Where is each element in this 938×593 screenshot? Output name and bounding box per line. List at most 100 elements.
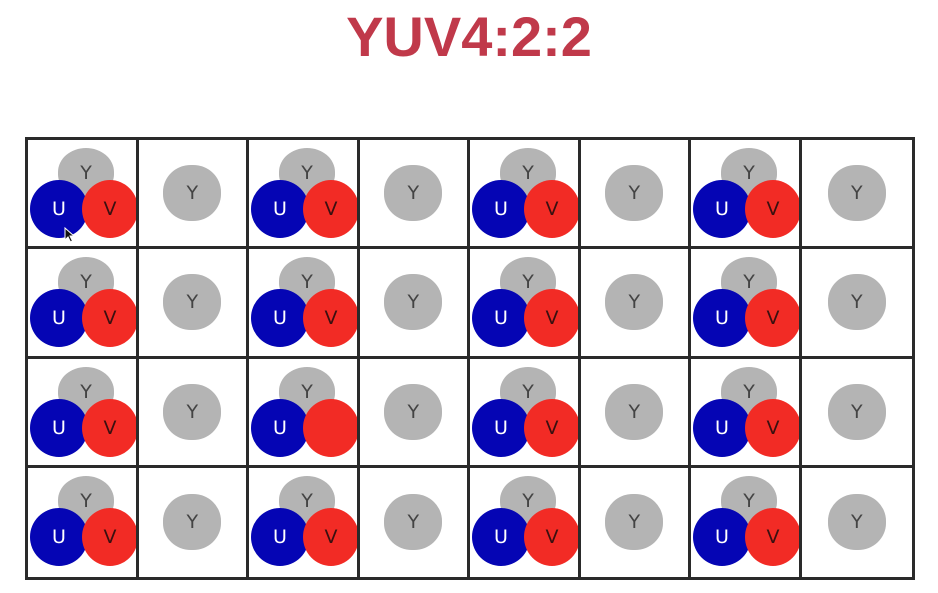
y-label: Y: [743, 271, 755, 294]
y-label: Y: [186, 291, 199, 314]
u-sample: U: [251, 180, 309, 238]
u-sample: U: [472, 398, 530, 457]
v-label: V: [324, 198, 338, 220]
u-label: U: [273, 416, 287, 439]
y-label: Y: [80, 489, 92, 512]
u-label: U: [52, 525, 66, 548]
u-label: U: [52, 198, 66, 220]
v-label: V: [766, 198, 780, 220]
v-sample: V: [303, 507, 357, 566]
y-sample-cell: Y: [138, 140, 249, 250]
u-sample: U: [30, 180, 88, 238]
y-sample-cell: Y: [359, 140, 470, 250]
y-label: Y: [407, 511, 420, 534]
y-label: Y: [850, 511, 863, 534]
y-label: Y: [743, 380, 755, 403]
y-label: Y: [80, 162, 92, 184]
v-sample: V: [524, 507, 578, 566]
u-label: U: [494, 198, 508, 220]
y-label: Y: [743, 162, 755, 184]
u-sample: U: [693, 289, 751, 348]
y-sample-cell: Y: [138, 467, 249, 577]
y-label: Y: [407, 182, 420, 205]
v-label: V: [103, 525, 117, 548]
y-sample: Y: [827, 494, 886, 551]
y-label: Y: [301, 162, 313, 184]
y-sample: Y: [384, 165, 443, 222]
v-sample: V: [82, 398, 136, 457]
u-label: U: [715, 525, 729, 548]
y-label: Y: [628, 511, 641, 534]
u-label: U: [273, 198, 287, 220]
v-label: V: [545, 525, 559, 548]
y-sample: Y: [163, 494, 222, 551]
y-label: Y: [186, 400, 199, 423]
y-sample-cell: Y: [359, 358, 470, 468]
v-label: V: [324, 307, 338, 330]
u-label: U: [494, 416, 508, 439]
u-label: U: [273, 307, 287, 330]
y-label: Y: [301, 489, 313, 512]
y-sample-cell: Y: [580, 140, 691, 250]
v-sample: [303, 398, 357, 457]
mouse-cursor-icon: [64, 227, 76, 243]
y-sample: Y: [605, 383, 664, 440]
page-title: YUV4:2:2: [346, 5, 592, 68]
v-sample: V: [745, 289, 799, 348]
v-sample: V: [303, 289, 357, 348]
u-sample: U: [472, 180, 530, 238]
u-label: U: [273, 525, 287, 548]
u-sample: U: [472, 289, 530, 348]
v-sample: V: [745, 180, 799, 238]
y-label: Y: [80, 380, 92, 403]
y-label: Y: [301, 271, 313, 294]
y-sample-cell: Y: [580, 467, 691, 577]
y-sample: Y: [163, 383, 222, 440]
u-label: U: [715, 416, 729, 439]
v-label: V: [103, 307, 117, 330]
y-sample-cell: Y: [580, 358, 691, 468]
y-label: Y: [522, 271, 534, 294]
v-label: V: [766, 525, 780, 548]
u-sample: U: [251, 289, 309, 348]
y-label: Y: [850, 291, 863, 314]
v-sample: V: [524, 289, 578, 348]
y-sample-cell: Y: [138, 249, 249, 359]
u-sample: U: [30, 507, 88, 566]
v-sample: V: [524, 180, 578, 238]
y-label: Y: [522, 380, 534, 403]
y-label: Y: [850, 400, 863, 423]
y-sample-cell: Y: [801, 358, 912, 468]
y-sample-cell: Y: [801, 140, 912, 250]
y-label: Y: [743, 489, 755, 512]
v-label: V: [766, 416, 780, 439]
y-sample: Y: [827, 383, 886, 440]
y-label: Y: [628, 182, 641, 205]
y-sample-cell: Y: [580, 249, 691, 359]
u-sample: U: [693, 180, 751, 238]
v-sample: V: [303, 180, 357, 238]
y-sample: Y: [827, 165, 886, 222]
u-sample: U: [251, 507, 309, 566]
v-label: V: [545, 307, 559, 330]
v-label: V: [545, 416, 559, 439]
y-sample-cell: Y: [138, 358, 249, 468]
u-sample: U: [472, 507, 530, 566]
u-label: U: [52, 416, 66, 439]
y-sample: Y: [163, 274, 222, 331]
v-sample: V: [745, 507, 799, 566]
y-label: Y: [628, 291, 641, 314]
